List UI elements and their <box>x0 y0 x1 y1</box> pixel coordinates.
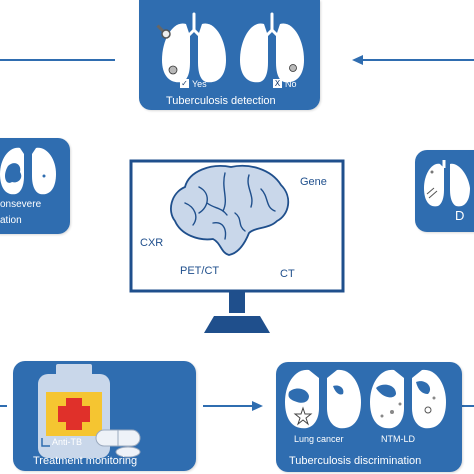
yes-label: Yes <box>192 79 207 89</box>
bottle-label-text: Anti-TB <box>52 437 83 447</box>
discrimination-title: Tuberculosis discrimination <box>289 455 422 467</box>
right-lungs-icon <box>424 160 470 207</box>
modality-gene: Gene <box>300 176 327 188</box>
arrow-line-bottom-right <box>462 405 474 407</box>
magnifier-icon <box>156 24 171 39</box>
left-panel-text-1: onsevere <box>0 199 42 210</box>
lungs-cancer-icon <box>285 369 361 429</box>
left-panel-text-2: ation <box>0 215 22 226</box>
item-lung-cancer: Lung cancer <box>294 434 344 444</box>
left-lungs-icon <box>0 147 56 195</box>
modality-ct: CT <box>280 268 295 280</box>
no-checkbox-icon: X <box>273 79 282 88</box>
arrow-line-top-left <box>0 59 115 61</box>
lungs-yes-icon <box>156 12 226 83</box>
yes-checkbox-icon: ✓ <box>180 79 189 88</box>
tumor-star <box>293 406 313 426</box>
arrow-head-top-right <box>352 55 363 65</box>
modality-pet-ct: PET/CT <box>180 265 220 277</box>
brain-icon <box>170 164 290 256</box>
no-label: No <box>285 79 297 89</box>
tablet-icon <box>115 446 141 458</box>
right-panel-text: D <box>455 208 465 223</box>
arrow-line-top-right <box>357 59 474 61</box>
arrow-line-bottom-left <box>0 405 7 407</box>
detection-title: Tuberculosis detection <box>166 95 276 107</box>
arrow-line-bottom-middle <box>203 405 258 407</box>
treatment-title: Treatment monitoring <box>33 455 138 467</box>
modality-cxr: CXR <box>140 237 164 249</box>
item-ntm-ld: NTM-LD <box>381 434 415 444</box>
lesion-dot <box>168 65 178 75</box>
arrow-head-bottom-middle <box>252 401 263 411</box>
medicine-bottle-icon <box>38 364 141 458</box>
lungs-no-icon <box>240 12 304 83</box>
lungs-ntm-icon <box>370 369 446 429</box>
